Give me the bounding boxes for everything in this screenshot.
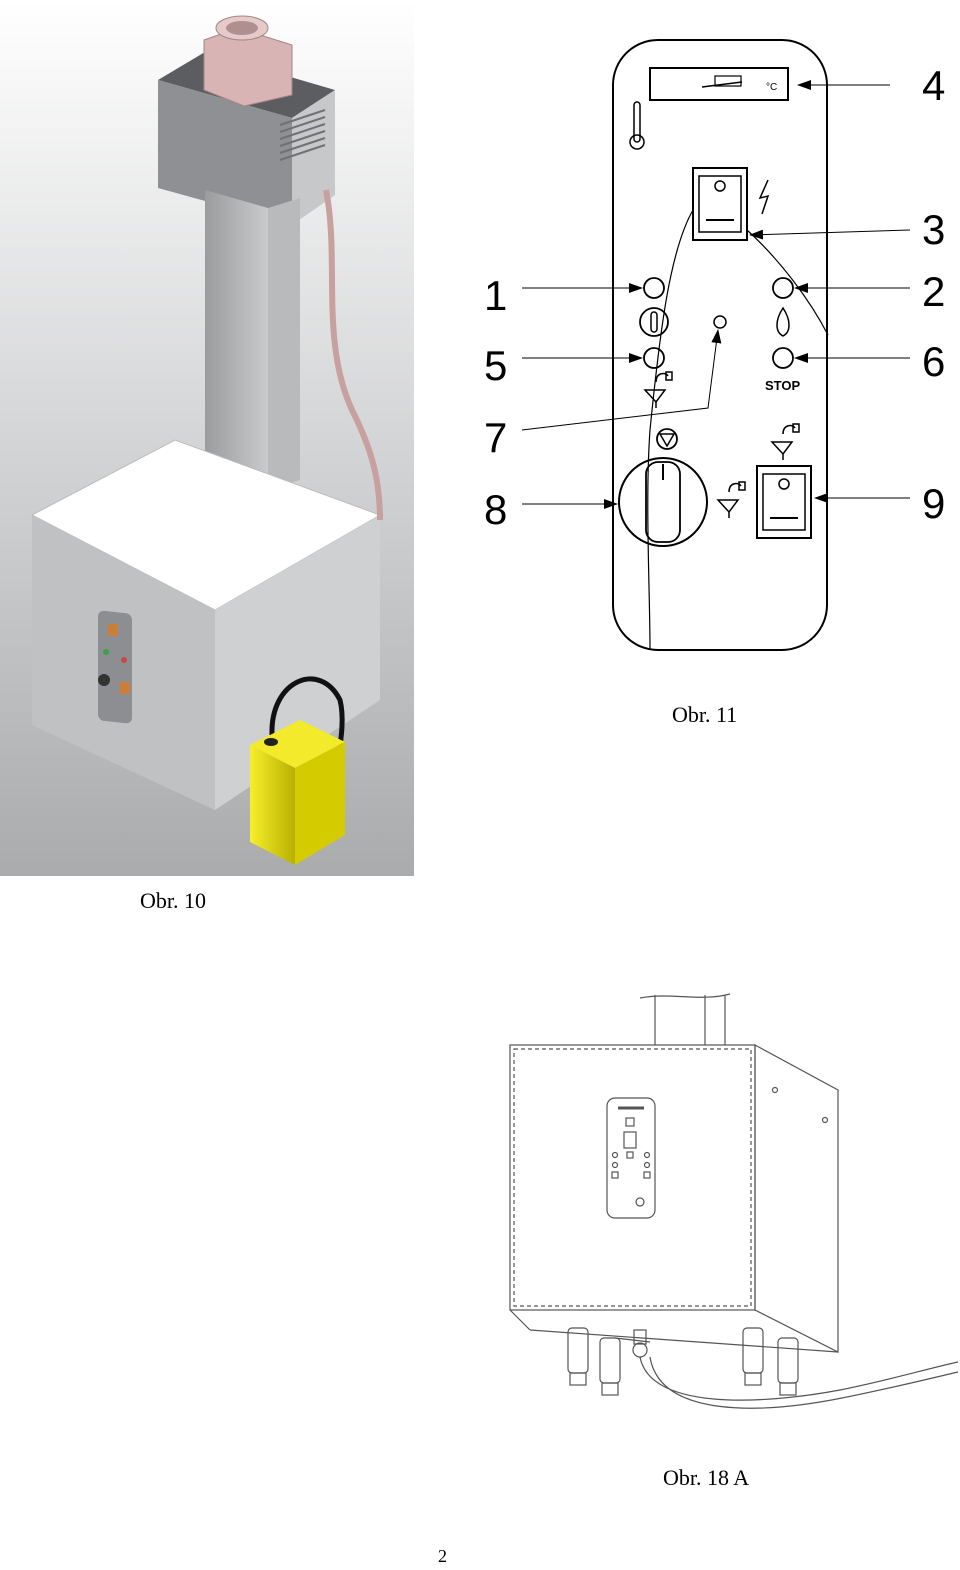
knob — [618, 457, 708, 547]
lamp-6 — [772, 347, 794, 369]
drain-pipes — [567, 1327, 799, 1396]
box-side — [754, 1043, 839, 1353]
lamp-7 — [713, 315, 727, 329]
wire-left — [647, 209, 694, 651]
callout-8: 8 — [484, 486, 508, 533]
display-window — [649, 67, 789, 101]
lightning-icon — [758, 179, 770, 215]
control-panel-3d — [98, 610, 132, 724]
canister-side — [295, 742, 345, 865]
lamp-2 — [772, 277, 794, 299]
figure-18a-drawing — [509, 993, 959, 1409]
figure-11: °C STOP — [470, 30, 960, 660]
figure-11-caption: Obr. 11 — [672, 702, 738, 727]
callout-3: 3 — [922, 206, 946, 253]
figure-18a — [500, 990, 960, 1430]
figure-18a-caption: Obr. 18 A — [663, 1465, 750, 1490]
column — [205, 190, 268, 490]
page-number: 2 — [438, 1546, 447, 1566]
figure-11-diagram: °C STOP — [521, 39, 911, 651]
canister-top — [250, 720, 345, 768]
callout-4: 4 — [922, 62, 946, 109]
vent-grille — [279, 109, 326, 161]
power-icon — [639, 307, 669, 337]
callout-2: 2 — [922, 268, 946, 315]
thermometer-icon — [629, 101, 645, 150]
callout-7: 7 — [484, 414, 508, 461]
callout-9: 9 — [922, 480, 946, 527]
stop-label: STOP — [765, 378, 800, 393]
figure-10-caption: Obr. 10 — [140, 888, 206, 913]
base-side — [215, 515, 380, 810]
callout-5: 5 — [484, 342, 508, 389]
wire-right — [746, 229, 829, 336]
lamp-1 — [643, 277, 665, 299]
tap-icon — [643, 371, 673, 408]
drain-hose — [639, 1356, 959, 1401]
valve — [632, 1342, 648, 1358]
flame-icon — [776, 306, 790, 337]
reset-icon — [656, 428, 678, 450]
pump-switch — [756, 465, 812, 539]
panel-outline — [612, 39, 828, 651]
callout-1: 1 — [484, 272, 508, 319]
main-switch — [692, 167, 748, 241]
control-panel-outline — [606, 1097, 656, 1219]
figure-10-render — [0, 0, 414, 876]
callout-6: 6 — [922, 338, 946, 385]
tap-icon — [770, 423, 800, 460]
hose — [323, 189, 383, 521]
svg-text:°C: °C — [766, 82, 777, 93]
box-front — [509, 1044, 756, 1311]
head-front — [158, 80, 292, 225]
figure-10 — [0, 0, 414, 876]
canister-cap — [264, 738, 278, 746]
tap-icon — [716, 481, 746, 518]
canister-handle — [269, 676, 345, 761]
lamp-5 — [643, 347, 665, 369]
canister-front — [250, 745, 295, 865]
